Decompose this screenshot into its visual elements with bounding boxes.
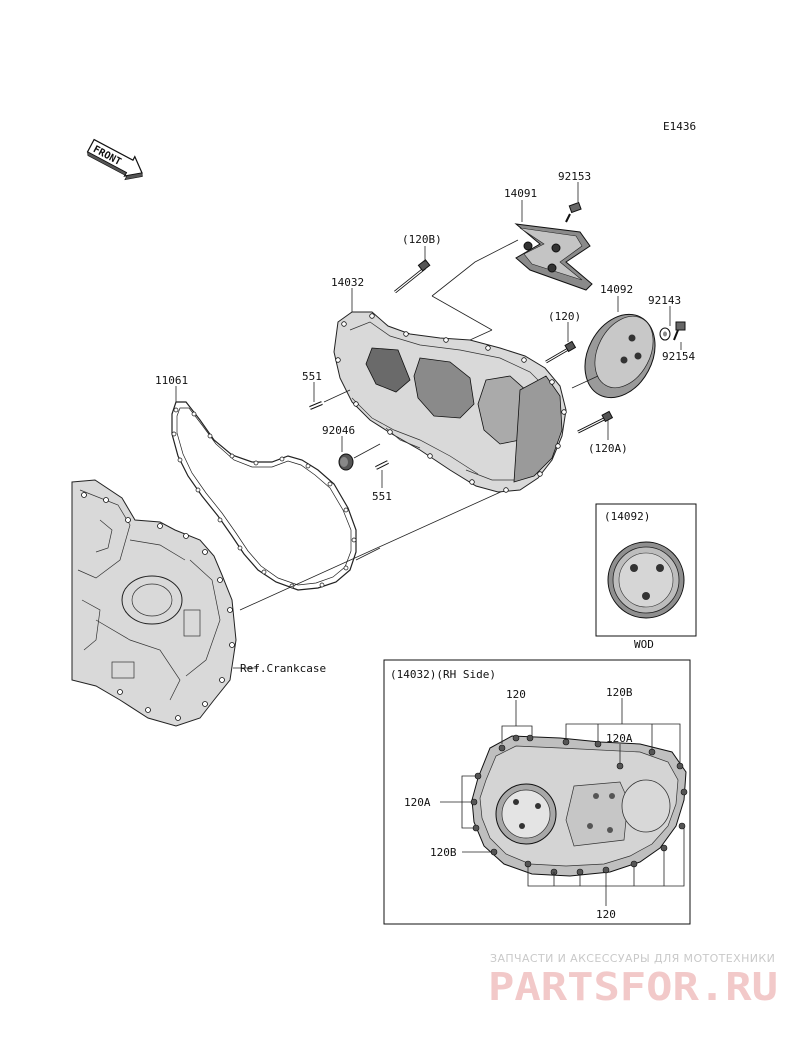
part-label-92143: 92143: [648, 294, 681, 307]
ref-crankcase-label: Ref.Crankcase: [240, 662, 326, 675]
diagram-code: E1436: [663, 120, 696, 133]
inset-wod-box: (14092) WOD: [595, 503, 697, 651]
inset-label-120-top: 120: [506, 688, 526, 701]
part-label-92153: 92153: [558, 170, 591, 183]
clutch-cover-14032: [333, 288, 567, 493]
derby-cover-14092: [571, 296, 656, 399]
bolt-120a: [577, 410, 614, 440]
bolt-92153: [565, 182, 582, 223]
bushing-92046: [338, 436, 381, 471]
crankcase-illustration: [71, 479, 258, 727]
part-label-92154: 92154: [662, 350, 695, 363]
inset-label-120a-top: 120A: [606, 732, 633, 745]
inset-wod-title: (14092): [604, 510, 650, 523]
inset-label-120b-left: 120B: [430, 846, 457, 859]
inset-label-120b-top: 120B: [606, 686, 633, 699]
inset-rh-title: (14032)(RH Side): [390, 668, 496, 681]
part-label-120a-top: (120A): [588, 442, 628, 455]
part-label-120-top: (120): [548, 310, 581, 323]
part-label-14091: 14091: [504, 187, 537, 200]
gasket-11061: [171, 386, 357, 591]
part-label-14032: 14032: [331, 276, 364, 289]
part-label-14092: 14092: [600, 283, 633, 296]
part-label-11061: 11061: [155, 374, 188, 387]
inset-label-120-bottom: 120: [596, 908, 616, 921]
front-arrow-icon: FRONT: [86, 138, 143, 181]
part-label-551-b: 551: [372, 490, 392, 503]
bolt-120b: [394, 246, 431, 294]
cover-plate-14091: [514, 200, 593, 291]
dowel-pin-551-b: [375, 460, 389, 488]
part-label-92046: 92046: [322, 424, 355, 437]
inset-label-120a-left: 120A: [404, 796, 431, 809]
inset-wod-caption: WOD: [634, 638, 654, 651]
watermark-brand: PARTSFOR.RU: [488, 965, 778, 1009]
bolt-92154: [673, 321, 686, 350]
part-label-551-a: 551: [302, 370, 322, 383]
watermark-tagline: ЗАПЧАСТИ И АКСЕССУАРЫ ДЛЯ МОТОТЕХНИКИ: [490, 952, 775, 965]
bolt-120: [545, 322, 577, 364]
dowel-pin-551-a: [309, 382, 351, 410]
washer-92143: [659, 306, 671, 341]
part-label-120b-top: (120B): [402, 233, 442, 246]
inset-rh-side-box: (14032)(RH Side): [383, 659, 691, 925]
